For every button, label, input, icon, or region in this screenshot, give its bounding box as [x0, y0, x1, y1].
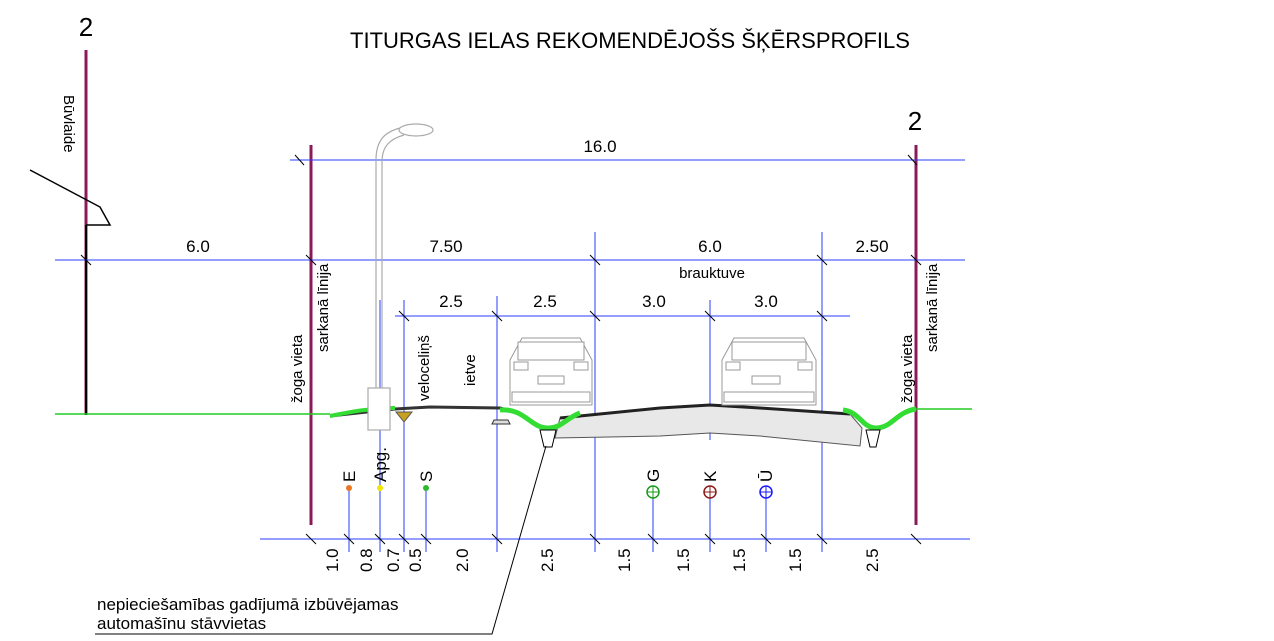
dim-parking: 2.5 — [533, 292, 557, 311]
street-lamp-icon — [367, 123, 434, 431]
car-icon-lane — [721, 337, 817, 406]
bottom-dim: 0.8 — [357, 548, 376, 572]
dim-lane-1: 3.0 — [642, 292, 666, 311]
svg-text:Ū: Ū — [757, 470, 776, 482]
bottom-dim: 2.5 — [863, 548, 882, 572]
label-carriageway: brauktuve — [679, 265, 745, 282]
bottom-dim: 1.5 — [674, 548, 693, 572]
dim-left-side: 7.50 — [429, 237, 462, 256]
bottom-dim: 2.0 — [453, 548, 472, 572]
dimension-ticks — [80, 154, 922, 545]
building-line: Būvlaide — [29, 50, 112, 415]
bottom-dim: 0.5 — [406, 548, 425, 572]
dim-right-side: 2.50 — [855, 237, 888, 256]
utility-e: E — [340, 471, 359, 491]
bottom-dim: 1.0 — [323, 548, 342, 572]
utility-g: G — [644, 469, 663, 499]
utility-u: Ū — [757, 470, 776, 499]
drawing-title: TITURGAS IELAS REKOMENDĒJOŠS ŠĶĒRSPROFIL… — [350, 28, 910, 53]
road-profile — [329, 403, 917, 448]
section-mark-left: 2 — [79, 12, 93, 42]
building-line-label: Būvlaide — [60, 95, 77, 153]
section-mark-right: 2 — [908, 106, 922, 136]
label-fence-left: žoga vieta — [289, 334, 306, 403]
svg-text:Apg.: Apg. — [371, 447, 390, 482]
label-sidewalk: ietve — [462, 354, 479, 386]
label-bike-path: veloceliņš — [416, 335, 433, 401]
bottom-dimensions: 1.0 0.8 0.7 0.5 2.0 2.5 1.5 1.5 1.5 1.5 … — [323, 548, 882, 572]
bottom-dim: 1.5 — [730, 548, 749, 572]
dim-carriageway: 6.0 — [698, 237, 722, 256]
car-icon-parking — [509, 337, 593, 406]
label-fence-right: žoga vieta — [899, 334, 916, 403]
note-leader-line — [95, 445, 547, 635]
label-red-line-left: sarkanā līnija — [315, 263, 332, 352]
note-line-2: automašīnu stāvvietas — [97, 614, 266, 633]
dim-total: 16.0 — [583, 137, 616, 156]
utility-s: S — [417, 471, 436, 491]
svg-text:E: E — [340, 471, 359, 482]
dim-lane-2: 3.0 — [754, 292, 778, 311]
utility-k: K — [701, 470, 720, 499]
label-red-line-right: sarkanā līnija — [924, 263, 941, 352]
svg-text:K: K — [701, 470, 720, 482]
utility-apg: Apg. — [371, 447, 390, 491]
svg-text:S: S — [417, 471, 436, 482]
bottom-dim: 0.7 — [384, 548, 403, 572]
bottom-dim: 2.5 — [538, 548, 557, 572]
bottom-dim: 1.5 — [615, 548, 634, 572]
svg-text:G: G — [644, 469, 663, 482]
dim-to-building: 6.0 — [186, 237, 210, 256]
note-line-1: nepieciešamības gadījumā izbūvējamas — [97, 595, 398, 614]
dim-bike: 2.5 — [439, 292, 463, 311]
bottom-dim: 1.5 — [786, 548, 805, 572]
